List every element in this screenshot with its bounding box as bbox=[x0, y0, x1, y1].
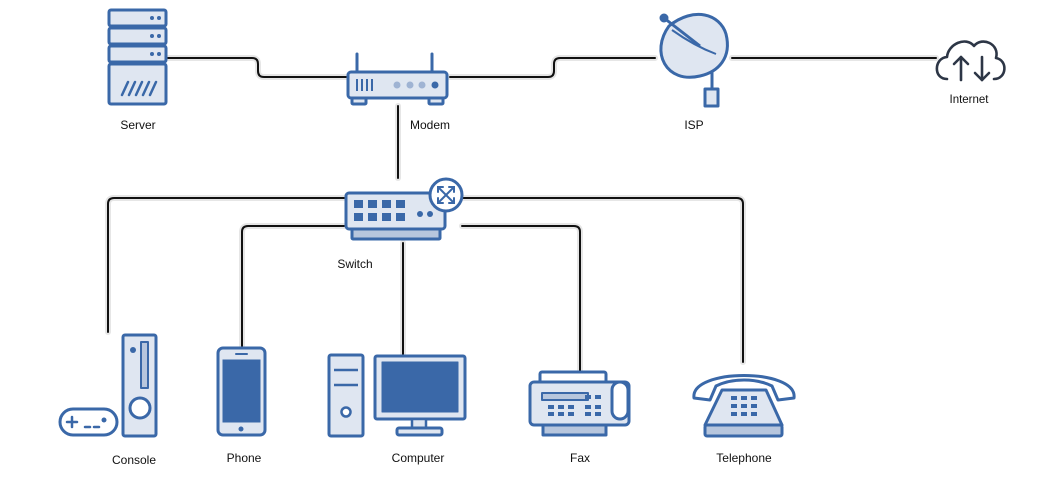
internet-label: Internet bbox=[950, 94, 990, 106]
modem-label: Modem bbox=[410, 118, 450, 132]
link-switch-console bbox=[107, 197, 345, 333]
desktop-computer-icon bbox=[327, 353, 467, 438]
desk-telephone-icon bbox=[692, 374, 796, 438]
isp-label: ISP bbox=[684, 118, 703, 132]
cloud-upload-download-icon bbox=[935, 40, 1006, 82]
phone-label: Phone bbox=[227, 451, 262, 465]
fax-machine-icon bbox=[528, 370, 631, 437]
link-switch-telephone bbox=[461, 197, 744, 363]
modem-router-icon bbox=[346, 52, 449, 106]
server-rack-icon bbox=[107, 8, 168, 106]
fax-label: Fax bbox=[570, 451, 590, 465]
satellite-dish-icon bbox=[659, 13, 729, 108]
link-switch-phone bbox=[241, 225, 345, 347]
link-switch-fax bbox=[461, 225, 581, 373]
connectors bbox=[105, 55, 939, 375]
game-console-icon bbox=[58, 333, 158, 438]
smartphone-icon bbox=[216, 346, 267, 437]
computer-label: Computer bbox=[392, 451, 445, 465]
telephone-label: Telephone bbox=[716, 451, 772, 465]
link-server-modem bbox=[167, 57, 347, 78]
console-label: Console bbox=[112, 453, 156, 467]
link-modem-isp bbox=[449, 57, 656, 78]
network-switch-icon bbox=[344, 177, 464, 241]
server-label: Server bbox=[120, 118, 155, 132]
switch-label: Switch bbox=[337, 257, 372, 271]
